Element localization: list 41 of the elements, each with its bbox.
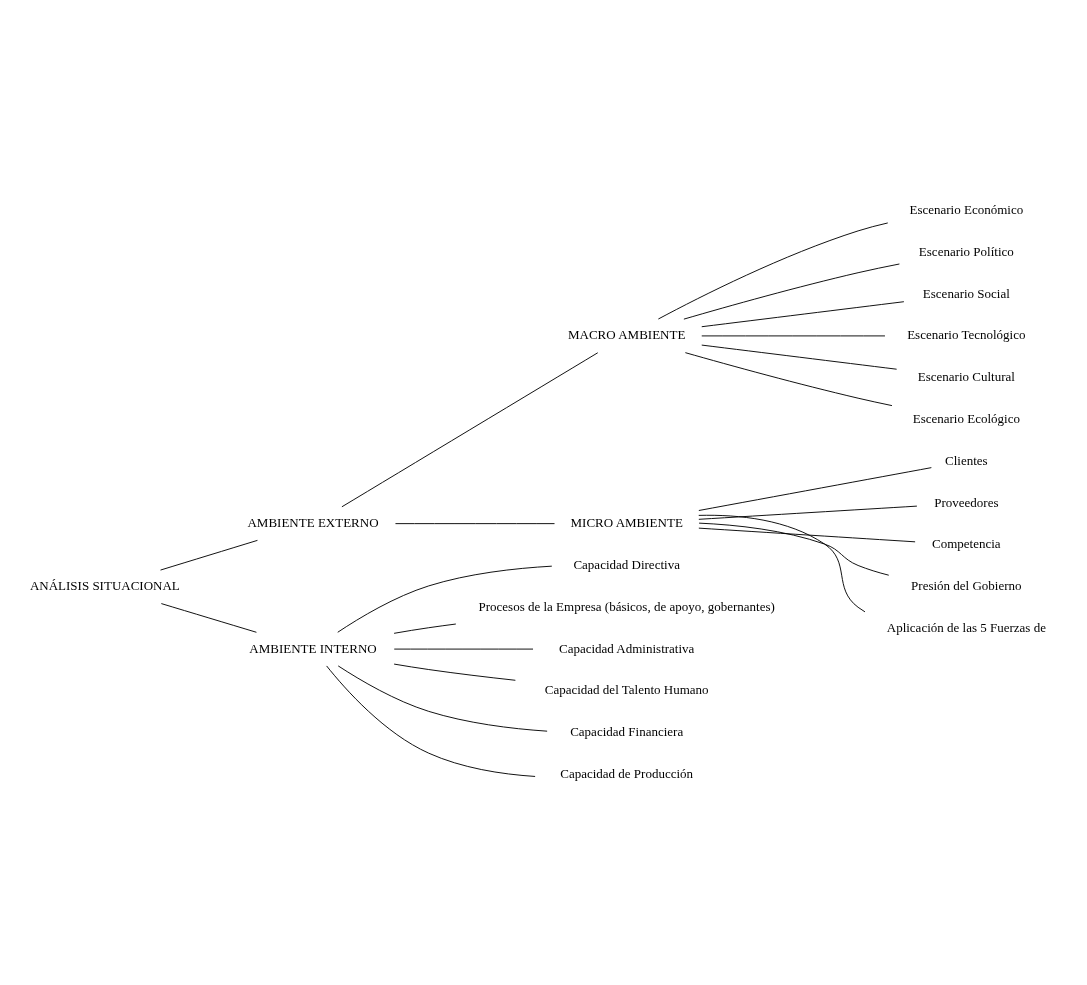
- connector: [698, 505, 918, 520]
- node-text: AMBIENTE INTERNO: [249, 640, 377, 656]
- node-text: Escenario Tecnológico: [907, 327, 1026, 343]
- node-text: Competencia: [932, 536, 1001, 552]
- connector: [393, 623, 457, 634]
- node-text: MACRO AMBIENTE: [567, 327, 686, 343]
- node-text: ANÁLISIS SITUACIONAL: [29, 578, 180, 594]
- node-text: Escenario Social: [922, 285, 1010, 301]
- node-text: Proveedores: [934, 494, 999, 510]
- connector: [341, 352, 599, 508]
- connector: [337, 565, 553, 633]
- node-text: Capacidad del Talento Humano: [544, 682, 709, 698]
- connector: [698, 467, 932, 511]
- node-text: Procesos de la Empresa (básicos, de apoyo, gobernantes): [478, 598, 775, 614]
- connector: [337, 665, 548, 732]
- connector: [701, 301, 905, 328]
- node-text: Escenario Ecológico: [912, 410, 1020, 426]
- node-text: Capacidad de Producción: [560, 765, 694, 781]
- connector: [395, 523, 555, 525]
- node-text: Capacidad Financiera: [570, 724, 684, 740]
- node-text: Capacidad Administrativa: [558, 640, 695, 656]
- connector: [160, 539, 258, 571]
- node-text: Aplicación de las 5 Fuerzas de: [886, 620, 1046, 636]
- node-text: MICRO AMBIENTE: [570, 515, 683, 531]
- connector: [683, 263, 900, 320]
- connector: [698, 514, 866, 613]
- connector: [698, 527, 916, 543]
- connector: [657, 222, 889, 320]
- node-text: Escenario Político: [918, 243, 1014, 259]
- connector: [326, 665, 536, 777]
- connector: [160, 603, 257, 633]
- node-text: AMBIENTE EXTERNO: [247, 515, 379, 531]
- connector: [393, 663, 516, 681]
- connector: [701, 344, 898, 370]
- connector: [684, 352, 893, 407]
- connector: [698, 522, 890, 576]
- node-text: Clientes: [945, 452, 988, 468]
- node-text: Escenario Cultural: [917, 369, 1015, 385]
- node-text: Presión del Gobierno: [911, 578, 1022, 594]
- node-text: Capacidad Directiva: [573, 556, 680, 572]
- node-text: Escenario Económico: [909, 201, 1024, 217]
